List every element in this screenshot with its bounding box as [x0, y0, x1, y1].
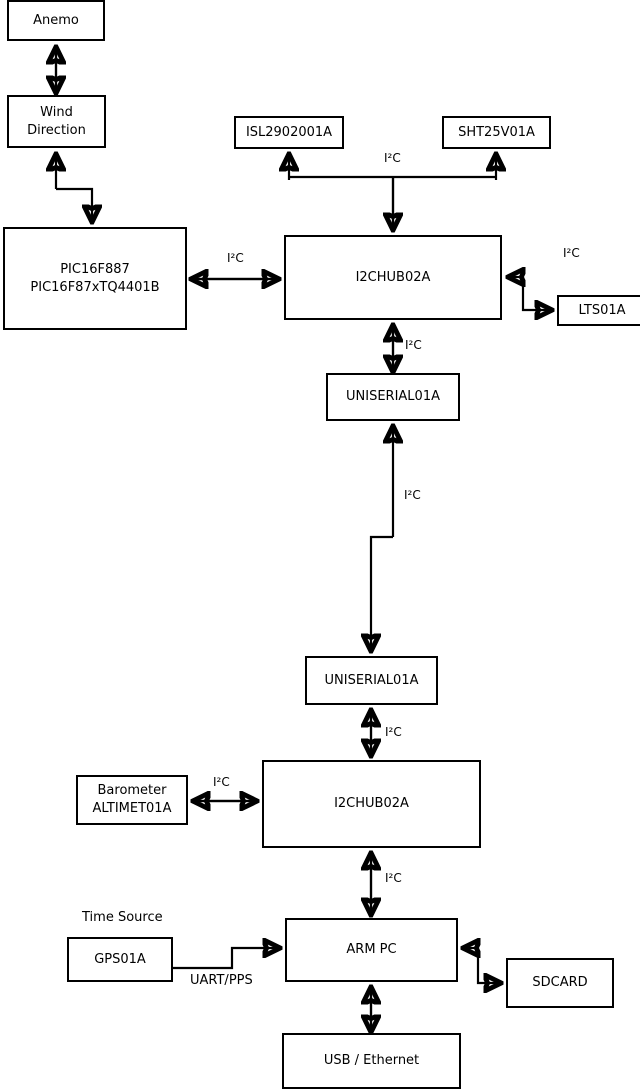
edge-label-hub-sensors: I²C: [384, 151, 401, 165]
node-i2chub02a-top[interactable]: I2CHUB02A: [284, 235, 502, 320]
edge-hubtop-lts: [509, 277, 551, 310]
edge-label-barometer-hub2: I²C: [213, 775, 230, 789]
edge-label-hub-uniserial: I²C: [405, 338, 422, 352]
node-uniserial01a-bottom[interactable]: UNISERIAL01A: [305, 656, 438, 705]
label-time-source: Time Source: [82, 910, 163, 925]
edge-label-uniserial-hub2: I²C: [385, 725, 402, 739]
edge-wind-pic: [56, 155, 92, 221]
node-uniserial01a-top[interactable]: UNISERIAL01A: [326, 373, 460, 421]
node-isl2902001a[interactable]: ISL2902001A: [234, 116, 344, 149]
edge-armpc-sdcard: [464, 948, 500, 983]
edge-label-hub2-armpc: I²C: [385, 871, 402, 885]
node-sht25v01a[interactable]: SHT25V01A: [442, 116, 551, 149]
node-anemo[interactable]: Anemo: [7, 0, 105, 41]
node-lts01a[interactable]: LTS01A: [557, 295, 640, 326]
node-arm-pc[interactable]: ARM PC: [285, 918, 458, 982]
edge-label-pic-hub: I²C: [227, 251, 244, 265]
node-wind-direction[interactable]: Wind Direction: [7, 95, 106, 148]
node-usb-ethernet[interactable]: USB / Ethernet: [282, 1033, 461, 1089]
node-sdcard[interactable]: SDCARD: [506, 958, 614, 1008]
node-pic-microcontroller[interactable]: PIC16F887 PIC16F87xTQ4401B: [3, 227, 187, 330]
edge-label-gps-armpc: UART/PPS: [190, 973, 253, 988]
edge-label-uniserial-link: I²C: [404, 488, 421, 502]
node-gps01a[interactable]: GPS01A: [67, 937, 173, 982]
edge-gps-armpc: [173, 948, 279, 970]
edge-label-hub-lts: I²C: [563, 246, 580, 260]
node-i2chub02a-bottom[interactable]: I2CHUB02A: [262, 760, 481, 848]
edge-hubtop-sensors: [289, 155, 496, 229]
edge-uniserial-link: [371, 427, 393, 650]
node-barometer-altimet01a[interactable]: Barometer ALTIMET01A: [76, 775, 188, 825]
